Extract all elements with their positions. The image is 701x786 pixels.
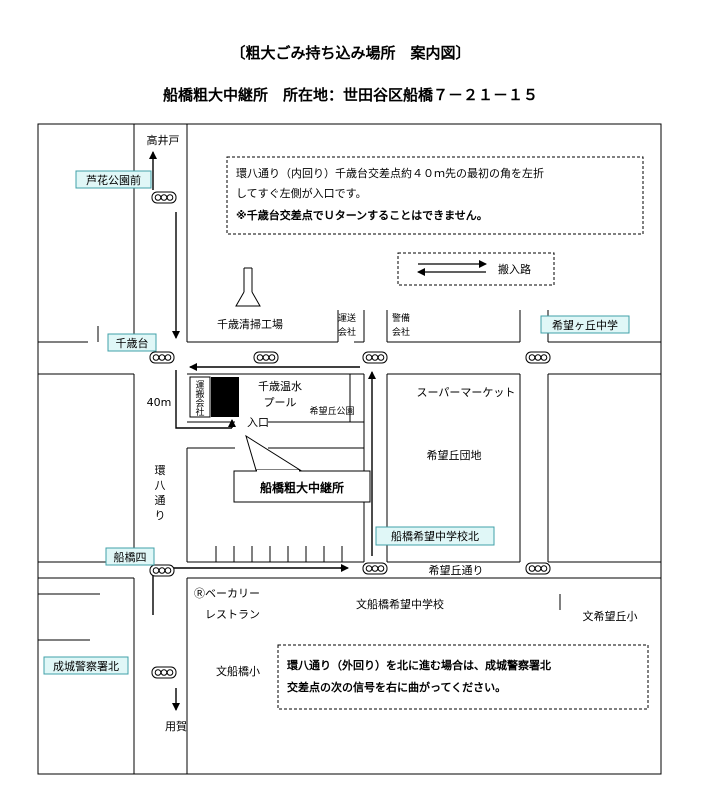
kanpachi-3: 通	[155, 494, 166, 507]
facility-callout-label: 船橋粗大中継所	[260, 480, 344, 495]
intersection-nozomigaoka-jh: 希望ヶ丘中学	[552, 318, 618, 332]
traffic-signals	[149, 191, 551, 679]
signal-icon	[525, 562, 551, 575]
transport-company-building	[189, 376, 211, 418]
facility-callout-box	[233, 470, 371, 503]
kanpachi-2: 八	[155, 479, 166, 492]
notice-bottom-line2: 交差点の次の信号を右に曲がってください。	[287, 680, 506, 694]
signal-icon	[151, 191, 177, 204]
intersection-labels: 芦花公園前 千歳台 希望ヶ丘中学 船橋希望中学校北 船橋四 成城警察署北	[43, 170, 630, 675]
place-transport-co-2: 会社	[338, 326, 356, 338]
place-security-co-1: 警備	[392, 312, 410, 324]
transport-vertical-2: 搬	[195, 388, 204, 400]
place-security-co-2: 会社	[392, 326, 410, 338]
facility-building	[211, 377, 239, 417]
road-nozomigaoka-dori: 希望丘通り	[429, 563, 484, 577]
signal-icon	[525, 351, 551, 364]
place-entrance: 入口	[247, 416, 269, 429]
notice-top-box	[226, 156, 644, 235]
school-funabashi-es: 文船橋小	[216, 664, 260, 678]
chimney-icon	[235, 267, 261, 307]
roads	[38, 124, 661, 774]
place-cleaning-plant: 千歳清掃工場	[217, 317, 283, 331]
place-danchi: 希望丘団地	[427, 448, 482, 462]
intersection-funabashi-nozomi-jh-kita: 船橋希望中学校北	[391, 529, 479, 543]
route-arrows	[149, 151, 376, 711]
place-takaido: 高井戸	[147, 133, 180, 147]
distance-label: 40m	[147, 396, 172, 409]
place-pool-2: プール	[264, 396, 297, 409]
place-supermarket: スーパーマーケット	[417, 386, 516, 399]
notice-top-line2: してすぐ左側が入口です。	[236, 186, 367, 200]
place-bakery-1: Ⓡベーカリー	[194, 587, 260, 600]
place-transport-co-1: 運送	[338, 312, 356, 324]
page-title: 〔粗大ごみ持ち込み場所 案内図〕	[230, 44, 471, 62]
notice-top-line1: 環八通り（内回り）千歳台交差点約４０ｍ先の最初の角を左折	[236, 166, 544, 180]
place-pool-1: 千歳温水	[258, 380, 302, 393]
transport-vertical-3: 会	[195, 397, 204, 409]
notice-bottom-line1: 環八通り（外回り）を北に進む場合は、成城警察署北	[287, 658, 551, 672]
signal-icon	[253, 351, 279, 364]
notice-bottom-box	[277, 644, 649, 710]
kanpachi-4: り	[155, 509, 166, 522]
transport-vertical-1: 運	[195, 380, 204, 391]
signal-icon	[151, 666, 177, 679]
signal-icon	[362, 351, 388, 364]
place-bakery-2: レストラン	[205, 608, 260, 621]
place-park: 希望丘公園	[309, 405, 354, 417]
intersection-seijo-police: 成城警察署北	[53, 659, 119, 673]
callout-pointer	[245, 434, 302, 471]
signal-icon	[362, 562, 388, 575]
signal-icon	[149, 351, 175, 364]
signal-icon	[149, 564, 175, 577]
legend-label: 搬入路	[498, 262, 531, 276]
intersection-chitosedai: 千歳台	[116, 336, 149, 350]
transport-vertical-4: 社	[195, 406, 204, 418]
school-nozomigaoka-es: 文希望丘小	[583, 609, 638, 623]
school-funabashi-nozomi-jhs: 文船橋希望中学校	[356, 597, 444, 611]
page-subtitle: 船橋粗大中継所 所在地：世田谷区船橋７－２１－１５	[162, 86, 538, 104]
legend-arrows-icon	[417, 260, 487, 276]
intersection-funabashi4: 船橋四	[114, 550, 147, 564]
place-youga: 用賀	[165, 720, 187, 733]
map-frame	[37, 123, 662, 775]
notice-top-line3: ※千歳台交差点でＵターンすることはできません。	[236, 208, 488, 222]
kanpachi-1: 環	[155, 464, 166, 477]
intersection-roka: 芦花公園前	[86, 173, 141, 187]
